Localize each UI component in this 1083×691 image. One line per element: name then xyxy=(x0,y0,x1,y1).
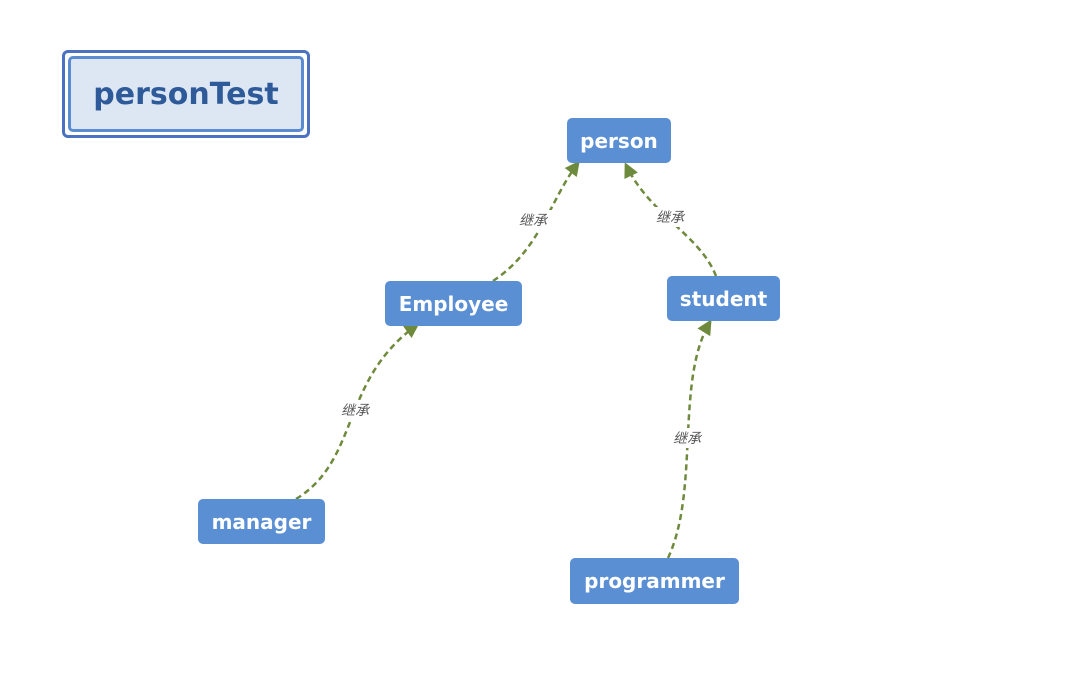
node-person[interactable]: person xyxy=(567,118,671,163)
edge-student-to-person xyxy=(624,162,718,277)
node-student[interactable]: student xyxy=(667,276,780,321)
edge-employee-to-person xyxy=(492,160,580,283)
diagram-title-box[interactable]: personTest xyxy=(62,50,310,138)
node-manager[interactable]: manager xyxy=(198,499,325,544)
edge-label-bg xyxy=(517,210,555,230)
diagram-title: personTest xyxy=(93,76,279,112)
node-programmer[interactable]: programmer xyxy=(570,558,739,604)
node-employee[interactable]: Employee xyxy=(385,281,522,326)
edge-label-bg xyxy=(339,400,377,420)
edge-label-programmer-student: 继承 xyxy=(673,431,703,447)
edge-label-bg xyxy=(654,207,692,227)
edge-label-manager-employee: 继承 xyxy=(341,403,371,419)
edge-label-bg xyxy=(671,428,709,448)
diagram-title-inner: personTest xyxy=(68,56,304,132)
edge-label-employee-person: 继承 xyxy=(519,213,549,229)
edge-label-student-person: 继承 xyxy=(656,210,686,226)
